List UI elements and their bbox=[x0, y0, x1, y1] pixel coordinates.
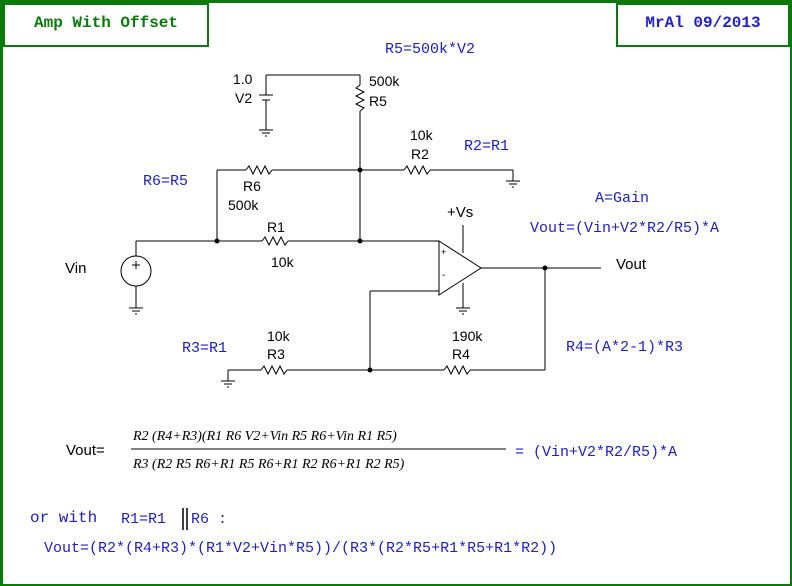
r6-value-label: 500k bbox=[228, 197, 259, 213]
condition-b: R6 : bbox=[191, 511, 228, 528]
r3-name-label: R3 bbox=[267, 346, 285, 362]
r3-value-label: 10k bbox=[267, 328, 290, 344]
r5-value-label: 500k bbox=[369, 73, 400, 89]
formula-numerator: R2 (R4+R3)(R1 R6 V2+Vin R5 R6+Vin R1 R5) bbox=[133, 429, 397, 444]
title-text: Amp With Offset bbox=[33, 14, 179, 32]
r2-name-label: R2 bbox=[411, 146, 429, 162]
ground-vin bbox=[129, 307, 143, 315]
v2-value-label: 1.0 bbox=[233, 71, 253, 87]
r4-equation: R4=(A*2-1)*R3 bbox=[566, 339, 684, 356]
v2-name-label: V2 bbox=[235, 90, 253, 106]
vout-equation: Vout=(Vin+V2*R2/R5)*A bbox=[530, 220, 720, 237]
r5-equation: R5=500k*V2 bbox=[385, 41, 476, 58]
vin-source bbox=[120, 241, 152, 308]
condition-a: R1=R1 bbox=[121, 511, 167, 528]
resistor-r6 bbox=[216, 164, 360, 241]
author-text: MrAl 09/2013 bbox=[645, 14, 761, 32]
gain-equation: A=Gain bbox=[595, 190, 650, 207]
formula-rhs: = (Vin+V2*R2/R5)*A bbox=[515, 444, 678, 461]
junction-dots bbox=[214, 167, 548, 373]
r2-equation: R2=R1 bbox=[464, 138, 510, 155]
vout-label: Vout bbox=[616, 256, 647, 273]
opamp-minus-label: - bbox=[442, 270, 446, 281]
ground-opamp bbox=[456, 307, 470, 315]
resistor-r5 bbox=[354, 75, 366, 241]
ground-r2 bbox=[506, 180, 520, 188]
r4-name-label: R4 bbox=[452, 346, 470, 362]
resistor-r3 bbox=[227, 364, 370, 381]
r1-value-label: 10k bbox=[271, 254, 294, 270]
battery-v2 bbox=[259, 74, 360, 130]
opamp-plus-label: + bbox=[441, 247, 447, 257]
author-box: MrAl 09/2013 bbox=[616, 3, 790, 47]
r5-name-label: R5 bbox=[369, 93, 387, 109]
formula-denominator: R3 (R2 R5 R6+R1 R5 R6+R1 R2 R6+R1 R2 R5) bbox=[133, 457, 405, 472]
resistor-r4 bbox=[369, 268, 546, 376]
formula-lhs: Vout= bbox=[66, 442, 105, 459]
or-with-text: or with bbox=[30, 509, 98, 527]
resistor-r2 bbox=[360, 164, 514, 181]
resistor-r1 bbox=[136, 235, 439, 247]
vin-label: Vin bbox=[65, 260, 87, 277]
parallel-symbol bbox=[182, 508, 188, 530]
ground-v2 bbox=[259, 129, 273, 137]
footer-expression: Vout=(R2*(R4+R3)*(R1*V2+Vin*R5))/(R3*(R2… bbox=[44, 540, 558, 557]
r3-equation: R3=R1 bbox=[182, 340, 228, 357]
r6-equation: R6=R5 bbox=[143, 173, 189, 190]
supply-label: +Vs bbox=[447, 204, 474, 221]
r6-name-label: R6 bbox=[243, 178, 261, 194]
circuit-diagram bbox=[120, 74, 601, 530]
title-box: Amp With Offset bbox=[3, 3, 209, 47]
r1-name-label: R1 bbox=[267, 219, 285, 235]
r2-value-label: 10k bbox=[410, 127, 433, 143]
r4-value-label: 190k bbox=[452, 328, 483, 344]
opamp bbox=[370, 225, 601, 308]
ground-r3 bbox=[221, 380, 235, 388]
